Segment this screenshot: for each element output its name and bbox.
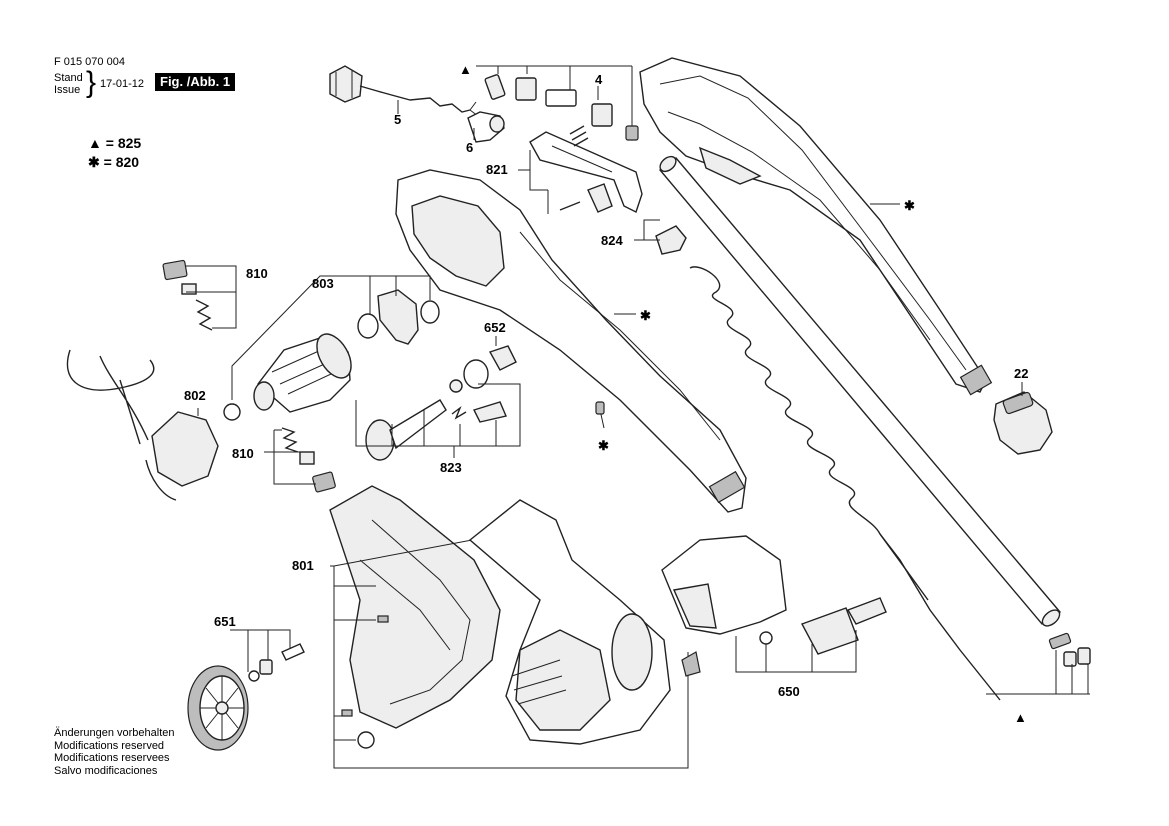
legend-triangle: ▲ = 825 [88,135,141,151]
bottom-triangle-marker: ▲ [1014,710,1027,725]
document-number: F 015 070 004 [54,56,125,68]
upper-handle-housing [639,57,993,396]
label-part-4: 4 [595,72,603,87]
armature [223,289,440,421]
label-part-824: 824 [601,233,623,248]
legend-star: ✱ = 820 [88,154,139,171]
handle-clip [655,225,687,255]
switch-parts [484,74,639,141]
label-part-652: 652 [484,320,506,335]
brush-set-upper [162,259,213,331]
label-part-5: 5 [394,112,401,127]
motor-cover [468,499,671,745]
lower-handle-housing [395,169,747,513]
terminal-parts [1048,632,1091,667]
label-part-803: 803 [312,276,334,291]
label-part-821: 821 [486,162,508,177]
blade-guard [661,535,887,677]
gear-shaft [365,345,517,461]
modification-notes: Änderungen vorbehalten Modifications res… [54,727,174,777]
stand-label: Stand [54,72,83,84]
legend-triangle-text: = 825 [105,135,142,151]
star-marker-upper: ✱ [904,198,915,213]
note-en: Modifications reserved [54,739,165,752]
top-triangle-marker: ▲ [459,62,472,77]
issue-label: Issue [54,84,81,96]
motor-housing [329,485,501,749]
label-part-651: 651 [214,614,236,629]
label-part-6: 6 [466,140,473,155]
label-part-650: 650 [778,684,800,699]
stator [66,349,219,501]
label-part-22: 22 [1014,366,1028,381]
note-de: Änderungen vorbehalten [54,727,175,739]
legend-star-text: = 820 [103,154,140,170]
issue-date: 17-01-12 [100,78,145,90]
note-es: Salvo modificaciones [54,764,158,777]
power-cord [329,65,479,117]
label-part-802: 802 [184,388,206,403]
triangle-icon: ▲ [88,135,102,151]
coiled-cable [689,266,1001,701]
star-marker-screw: ✱ [598,438,609,453]
figure-label: Fig. /Abb. 1 [155,73,236,91]
label-part-810-lower: 810 [232,446,254,461]
switch-lever [529,125,643,213]
star-marker-lower: ✱ [640,308,651,323]
note-fr: Modifications reservees [54,752,170,764]
cord-sleeve [467,111,505,143]
label-part-810-upper: 810 [246,266,268,281]
shaft-tube [658,155,1062,627]
brush-set-lower [281,427,336,493]
brace-icon: } [86,66,97,99]
label-part-801: 801 [292,558,314,573]
wheel [187,643,305,751]
grip [993,391,1053,455]
star-icon: ✱ [88,154,100,170]
label-part-823: 823 [440,460,462,475]
